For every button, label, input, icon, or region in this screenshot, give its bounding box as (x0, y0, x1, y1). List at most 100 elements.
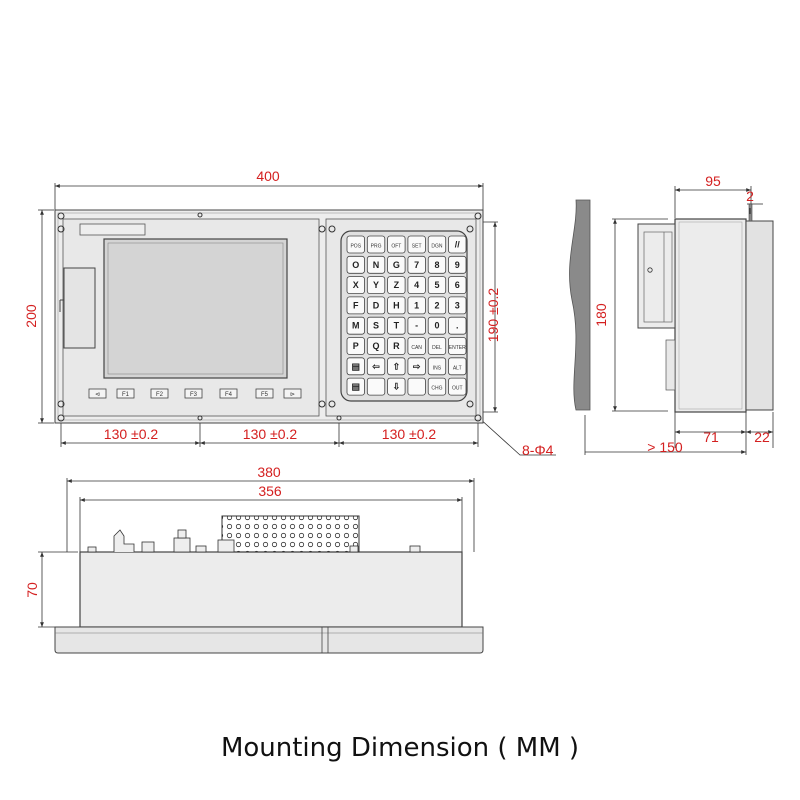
key[interactable]: O (346, 255, 365, 274)
key-label: 5 (434, 280, 439, 290)
key[interactable]: P (346, 337, 365, 355)
key[interactable] (366, 377, 386, 396)
key[interactable]: SET (407, 235, 426, 254)
key[interactable]: X (346, 276, 365, 295)
key-label: 7 (414, 260, 419, 270)
key[interactable]: ⇩ (387, 377, 406, 396)
key-label: ⇦ (371, 361, 380, 371)
key[interactable]: ⇧ (387, 357, 406, 376)
key-label: R (393, 341, 400, 351)
dim-pitch-2: 130 ±0.2 (243, 426, 298, 442)
key[interactable]: CAN (407, 337, 426, 355)
key[interactable]: OUT (448, 377, 467, 396)
key[interactable]: D (366, 296, 386, 315)
key-label: 4 (414, 280, 419, 290)
key-label: 9 (455, 260, 460, 270)
key[interactable]: POS (346, 235, 365, 254)
function-key[interactable]: F2 (150, 388, 169, 399)
function-key[interactable]: F4 (219, 388, 238, 399)
key-label: ⇧ (393, 361, 401, 371)
function-key[interactable]: F5 (255, 388, 274, 399)
key[interactable]: ▤ (346, 377, 365, 396)
dim-bottom-height: 70 (24, 582, 40, 598)
key[interactable]: 9 (448, 255, 467, 274)
function-key-label: ⊲ (95, 392, 100, 398)
key-label: ENTER (449, 345, 466, 351)
key-label: N (373, 260, 380, 270)
key-label: 3 (455, 300, 460, 310)
dim-front-height: 200 (23, 304, 39, 328)
function-key-label: F3 (190, 392, 198, 398)
dim-keypad-height: 190 ±0.2 (485, 288, 501, 343)
key-label: Q (373, 341, 380, 351)
key-label: // (455, 240, 461, 250)
key[interactable]: PRG (366, 235, 386, 254)
mounting-holes (57, 212, 482, 422)
dim-pitch-3: 130 ±0.2 (382, 426, 437, 442)
key[interactable]: 4 (407, 276, 426, 295)
key-label: CHG (431, 386, 442, 392)
dim-side-height: 180 (593, 303, 609, 327)
key[interactable]: N (366, 255, 386, 274)
key-label: Z (394, 280, 400, 290)
dim-side-depth: 95 (705, 173, 721, 189)
key[interactable]: F (346, 296, 365, 315)
key[interactable]: Q (366, 337, 386, 355)
key[interactable]: ⇦ (366, 357, 386, 376)
key[interactable]: DGN (427, 235, 447, 254)
function-key[interactable]: F1 (116, 388, 135, 399)
function-key-row: ⊲ F1 F2 F3 F4 F5 ⊳ (88, 388, 302, 399)
key[interactable]: Y (366, 276, 386, 295)
key[interactable]: G (387, 255, 406, 274)
key[interactable]: 5 (427, 276, 447, 295)
function-key[interactable]: ⊲ (88, 388, 107, 399)
key[interactable]: ⇨ (407, 357, 426, 376)
key[interactable]: M (346, 316, 365, 335)
key[interactable]: ENTER (448, 337, 467, 355)
key-label: 0 (434, 321, 439, 331)
key-label: D (373, 300, 380, 310)
key[interactable]: T (387, 316, 406, 335)
key[interactable]: INS (427, 357, 447, 376)
key-label: ▤ (351, 382, 360, 392)
key[interactable]: ALT (448, 357, 467, 376)
key-label: 6 (455, 280, 460, 290)
key-label: - (415, 321, 418, 331)
function-key[interactable]: F3 (184, 388, 203, 399)
function-key[interactable]: ⊳ (283, 388, 302, 399)
key[interactable]: CHG (427, 377, 447, 396)
key[interactable]: H (387, 296, 406, 315)
key-label: DEL (432, 345, 442, 351)
key[interactable]: ▤ (346, 357, 365, 376)
dim-bottom-outer: 380 (257, 464, 281, 480)
key[interactable]: 7 (407, 255, 426, 274)
key[interactable]: 0 (427, 316, 447, 335)
key-label: OUT (452, 386, 463, 392)
key[interactable]: 8 (427, 255, 447, 274)
key-label: OFT (391, 244, 401, 250)
dim-front-width: 400 (256, 168, 280, 184)
key-label: CAN (411, 345, 422, 351)
dim-pitch-1: 130 ±0.2 (104, 426, 159, 442)
key[interactable]: 6 (448, 276, 467, 295)
key-label: O (352, 260, 359, 270)
key[interactable]: // (448, 235, 467, 254)
dim-holes: 8-Φ4 (522, 442, 554, 458)
key[interactable]: S (366, 316, 386, 335)
key[interactable]: . (448, 316, 467, 335)
key[interactable]: 1 (407, 296, 426, 315)
key[interactable]: - (407, 316, 426, 335)
key[interactable] (407, 377, 426, 396)
caption: Mounting Dimension ( MM ) (220, 733, 580, 763)
key[interactable]: DEL (427, 337, 447, 355)
key-label: P (353, 341, 359, 351)
key[interactable]: OFT (387, 235, 406, 254)
key[interactable]: 2 (427, 296, 447, 315)
key[interactable]: R (387, 337, 406, 355)
key[interactable]: Z (387, 276, 406, 295)
key[interactable]: 3 (448, 296, 467, 315)
key-label: ⇩ (393, 382, 401, 392)
key-label: SET (412, 244, 422, 250)
